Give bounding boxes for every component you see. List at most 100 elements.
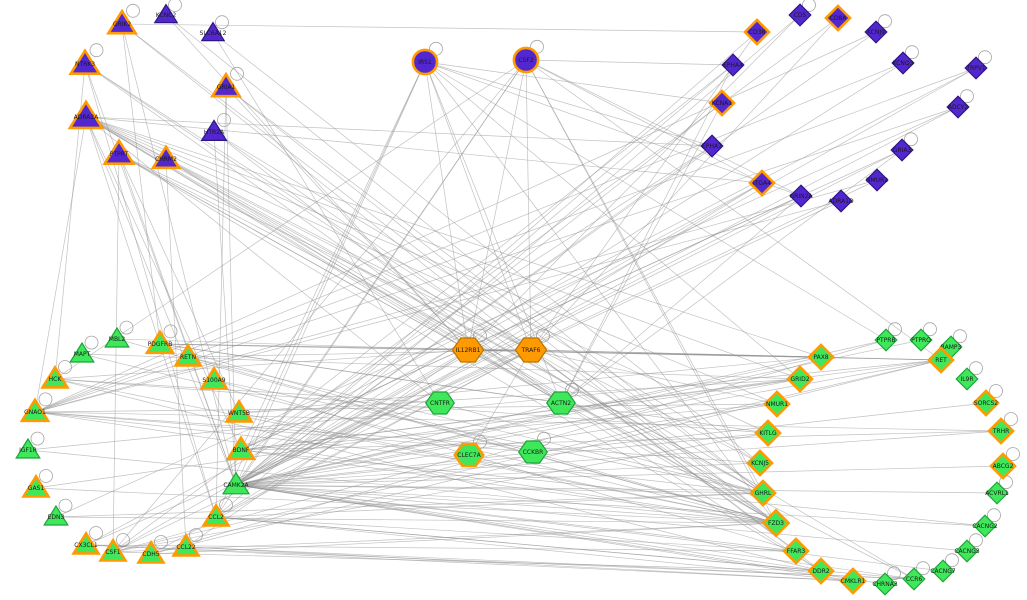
graph-node-ghrl[interactable]: GHRL bbox=[749, 479, 777, 507]
diamond-node-shape[interactable] bbox=[839, 567, 867, 595]
diamond-node-shape[interactable] bbox=[807, 557, 835, 585]
diamond-node-shape[interactable] bbox=[874, 328, 898, 352]
hexagon-node-shape[interactable] bbox=[453, 442, 485, 468]
graph-node-il9r[interactable]: IL9R bbox=[955, 367, 979, 391]
diamond-node-shape[interactable] bbox=[700, 134, 724, 158]
triangle-node-shape[interactable] bbox=[173, 342, 203, 367]
diamond-node-shape[interactable] bbox=[721, 53, 745, 77]
triangle-node-shape[interactable] bbox=[200, 21, 226, 42]
graph-node-kcnj5[interactable]: KCNJ5 bbox=[746, 449, 774, 477]
triangle-node-shape[interactable] bbox=[106, 8, 138, 35]
graph-node-ccl2[interactable]: CCL2 bbox=[201, 502, 231, 527]
graph-node-kcna1[interactable]: KCNA1 bbox=[708, 89, 736, 117]
graph-node-wnt5b[interactable]: WNT5B bbox=[224, 398, 254, 423]
graph-node-bdnf[interactable]: BDNF bbox=[225, 435, 257, 461]
triangle-node-shape[interactable] bbox=[43, 504, 69, 526]
diamond-node-shape[interactable] bbox=[743, 18, 771, 46]
graph-node-ffar3[interactable]: FFAR3 bbox=[782, 537, 810, 565]
graph-node-adcy2[interactable]: ADCY2 bbox=[946, 95, 970, 119]
diamond-node-shape[interactable] bbox=[927, 346, 955, 374]
diamond-node-shape[interactable] bbox=[955, 539, 979, 563]
triangle-node-shape[interactable] bbox=[210, 71, 242, 98]
graph-node-sorcs2[interactable]: SORCS2 bbox=[972, 389, 1000, 417]
triangle-node-shape[interactable] bbox=[21, 473, 51, 498]
graph-node-grik2[interactable]: GRIK2 bbox=[106, 8, 138, 35]
diamond-node-shape[interactable] bbox=[824, 4, 852, 32]
diamond-node-shape[interactable] bbox=[864, 20, 888, 44]
graph-node-mbl2[interactable]: MBL2 bbox=[104, 326, 130, 348]
graph-node-cx3cl1[interactable]: CX3CL1 bbox=[71, 530, 101, 555]
graph-node-trpv1[interactable]: TRPV1 bbox=[964, 56, 988, 80]
triangle-node-shape[interactable] bbox=[19, 397, 51, 423]
graph-node-ccr6[interactable]: CCR6 bbox=[902, 567, 926, 591]
diamond-node-shape[interactable] bbox=[873, 572, 897, 596]
graph-node-pdgfrb[interactable]: PDGFRB bbox=[144, 329, 176, 355]
diamond-node-shape[interactable] bbox=[748, 169, 776, 197]
triangle-node-shape[interactable] bbox=[102, 138, 136, 165]
diamond-node-shape[interactable] bbox=[708, 89, 736, 117]
diamond-node-shape[interactable] bbox=[985, 481, 1009, 505]
diamond-node-shape[interactable] bbox=[964, 56, 988, 80]
graph-node-kitlg[interactable]: KITLG bbox=[754, 419, 782, 447]
hexagon-node-shape[interactable] bbox=[545, 391, 577, 415]
triangle-node-shape[interactable] bbox=[224, 398, 254, 423]
graph-node-pax8[interactable]: PAX8 bbox=[807, 343, 835, 371]
graph-node-grin2a[interactable]: GRIN2A bbox=[789, 184, 814, 208]
triangle-node-shape[interactable] bbox=[150, 144, 182, 170]
triangle-node-shape[interactable] bbox=[136, 539, 166, 564]
graph-node-epha4[interactable]: EPHA4 bbox=[721, 53, 745, 77]
diamond-node-shape[interactable] bbox=[955, 367, 979, 391]
triangle-node-shape[interactable] bbox=[144, 329, 176, 355]
diamond-node-shape[interactable] bbox=[782, 537, 810, 565]
graph-node-irs1[interactable]: IRS1 bbox=[411, 48, 439, 76]
diamond-node-shape[interactable] bbox=[763, 390, 791, 418]
graph-node-gnao1[interactable]: GNAO1 bbox=[19, 397, 51, 423]
graph-node-kcnj9[interactable]: KCNJ9 bbox=[864, 20, 888, 44]
graph-node-nmur2[interactable]: NMUR2 bbox=[865, 168, 889, 192]
diamond-node-shape[interactable] bbox=[989, 452, 1017, 480]
diamond-node-shape[interactable] bbox=[754, 419, 782, 447]
diamond-node-shape[interactable] bbox=[902, 567, 926, 591]
triangle-node-shape[interactable] bbox=[69, 341, 95, 363]
triangle-node-shape[interactable] bbox=[68, 48, 102, 75]
diamond-node-shape[interactable] bbox=[788, 3, 812, 27]
graph-node-edn3[interactable]: EDN3 bbox=[43, 504, 69, 526]
hexagon-node-shape[interactable] bbox=[514, 337, 548, 363]
graph-node-ptprb[interactable]: PTPRB bbox=[874, 328, 898, 352]
graph-node-acvrl1[interactable]: ACVRL1 bbox=[985, 481, 1009, 505]
diamond-node-shape[interactable] bbox=[749, 479, 777, 507]
hexagon-node-shape[interactable] bbox=[451, 337, 485, 363]
graph-node-ccl22[interactable]: CCL22 bbox=[171, 532, 201, 557]
graph-node-gria1[interactable]: GRIA1 bbox=[210, 71, 242, 98]
graph-node-clec7a[interactable]: CLEC7A bbox=[453, 442, 485, 468]
graph-node-kcnq3[interactable]: KCNQ3 bbox=[891, 51, 915, 75]
graph-node-ptprt[interactable]: PTPRT bbox=[102, 138, 136, 165]
ellipse-node-shape[interactable] bbox=[411, 48, 439, 76]
diamond-node-shape[interactable] bbox=[865, 168, 889, 192]
triangle-node-shape[interactable] bbox=[200, 119, 228, 141]
diamond-node-shape[interactable] bbox=[807, 343, 835, 371]
graph-node-adra1d[interactable]: ADRA1D bbox=[828, 189, 854, 213]
graph-node-gas1[interactable]: GAS1 bbox=[21, 473, 51, 498]
diamond-node-shape[interactable] bbox=[761, 508, 791, 538]
diamond-node-shape[interactable] bbox=[987, 417, 1015, 445]
diamond-node-shape[interactable] bbox=[891, 51, 915, 75]
graph-node-gria3[interactable]: GRIA3 bbox=[890, 138, 914, 162]
ellipse-node-shape[interactable] bbox=[512, 46, 540, 74]
diamond-node-shape[interactable] bbox=[946, 95, 970, 119]
graph-node-igf1r[interactable]: IGF1R bbox=[15, 437, 41, 459]
triangle-node-shape[interactable] bbox=[225, 435, 257, 461]
triangle-node-shape[interactable] bbox=[221, 471, 251, 495]
graph-node-mapt[interactable]: MAPT bbox=[69, 341, 95, 363]
diamond-node-shape[interactable] bbox=[746, 449, 774, 477]
diamond-node-shape[interactable] bbox=[972, 389, 1000, 417]
triangle-node-shape[interactable] bbox=[199, 365, 229, 390]
triangle-node-shape[interactable] bbox=[71, 530, 101, 555]
triangle-node-shape[interactable] bbox=[201, 502, 231, 527]
triangle-node-shape[interactable] bbox=[153, 3, 179, 24]
graph-node-trhr[interactable]: TRHR bbox=[987, 417, 1015, 445]
triangle-node-shape[interactable] bbox=[40, 364, 70, 389]
diamond-node-shape[interactable] bbox=[973, 514, 997, 538]
diamond-node-shape[interactable] bbox=[829, 189, 853, 213]
triangle-node-shape[interactable] bbox=[15, 437, 41, 459]
